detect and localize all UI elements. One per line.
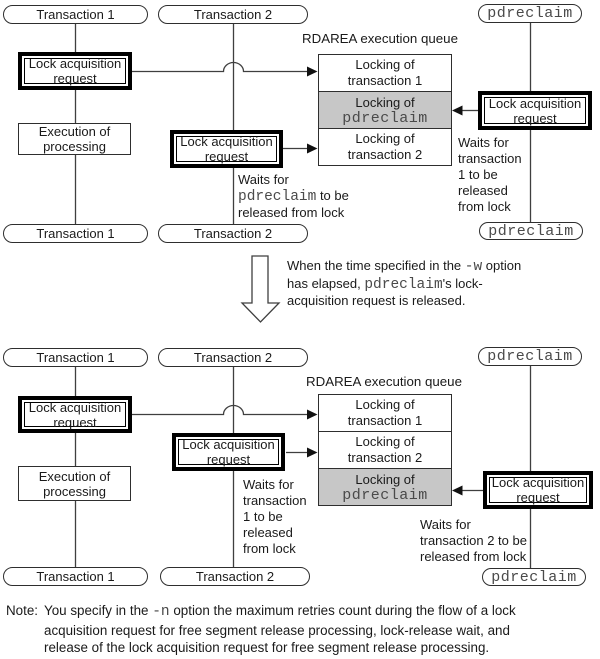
note-text: Note: You specify in the -n option the m… xyxy=(6,603,516,655)
waits-for-pdreclaim-text: Waits for pdreclaim to be released from … xyxy=(238,172,349,220)
rdarea-queue-label-2: RDAREA execution queue xyxy=(306,374,462,389)
pdreclaim-pill-top-2: pdreclaim xyxy=(478,347,582,366)
queue-cell-transaction2: Locking of transaction 2 xyxy=(318,128,452,166)
queue-cell-transaction2-2: Locking of transaction 2 xyxy=(318,431,452,469)
execution-of-processing-box-2: Execution of processing xyxy=(18,466,131,501)
transaction2-pill-top-2: Transaction 2 xyxy=(158,348,308,367)
pdreclaim-pill-bottom: pdreclaim xyxy=(479,222,583,240)
pdreclaim-pill-bottom-2: pdreclaim xyxy=(482,568,586,586)
lock-acquisition-request-box-pdreclaim: Lock acquisition request xyxy=(478,91,592,130)
queue-cell-pdreclaim: Locking of pdreclaim xyxy=(318,91,452,129)
queue-cell-pdreclaim-2: Locking of pdreclaim xyxy=(318,468,452,506)
rdarea-execution-queue-2: Locking of transaction 1 Locking of tran… xyxy=(318,394,452,506)
pdreclaim-pill-top: pdreclaim xyxy=(478,4,582,23)
down-arrow-icon xyxy=(240,255,281,323)
note-label: Note: xyxy=(6,603,39,618)
arrowhead-icons xyxy=(307,66,463,496)
waits-for-transaction1-text: Waits for transaction 1 to be released f… xyxy=(458,135,522,214)
transaction1-pill-top: Transaction 1 xyxy=(3,5,148,24)
transaction2-pill-bottom: Transaction 2 xyxy=(158,224,308,243)
waits-for-transaction2-text: Waits for transaction 2 to be released f… xyxy=(420,517,527,564)
rdarea-queue-label: RDAREA execution queue xyxy=(302,31,458,46)
transaction1-pill-bottom-2: Transaction 1 xyxy=(3,567,148,586)
queue-cell-transaction1-2: Locking of transaction 1 xyxy=(318,394,452,432)
transition-description: When the time specified in the -w option… xyxy=(287,258,522,308)
lock-acquisition-request-box-pdreclaim-2: Lock acquisition request xyxy=(483,471,593,509)
lock-acquisition-request-box-t1: Lock acquisition request xyxy=(18,52,132,90)
transaction2-pill-top: Transaction 2 xyxy=(158,5,308,24)
transaction2-pill-bottom-2: Transaction 2 xyxy=(160,567,310,586)
rdarea-execution-queue: Locking of transaction 1 Locking of pdre… xyxy=(318,54,452,166)
transaction1-pill-bottom: Transaction 1 xyxy=(3,224,148,243)
lock-acquisition-request-box-t2-2: Lock acquisition request xyxy=(172,433,285,471)
waits-for-transaction1-text-2: Waits for transaction 1 to be released f… xyxy=(243,477,307,556)
execution-of-processing-box: Execution of processing xyxy=(18,123,131,155)
lock-acquisition-request-box-t1-2: Lock acquisition request xyxy=(18,396,132,433)
transaction1-pill-top-2: Transaction 1 xyxy=(3,348,148,367)
lock-acquisition-request-box-t2: Lock acquisition request xyxy=(170,130,283,168)
queue-cell-transaction1: Locking of transaction 1 xyxy=(318,54,452,92)
